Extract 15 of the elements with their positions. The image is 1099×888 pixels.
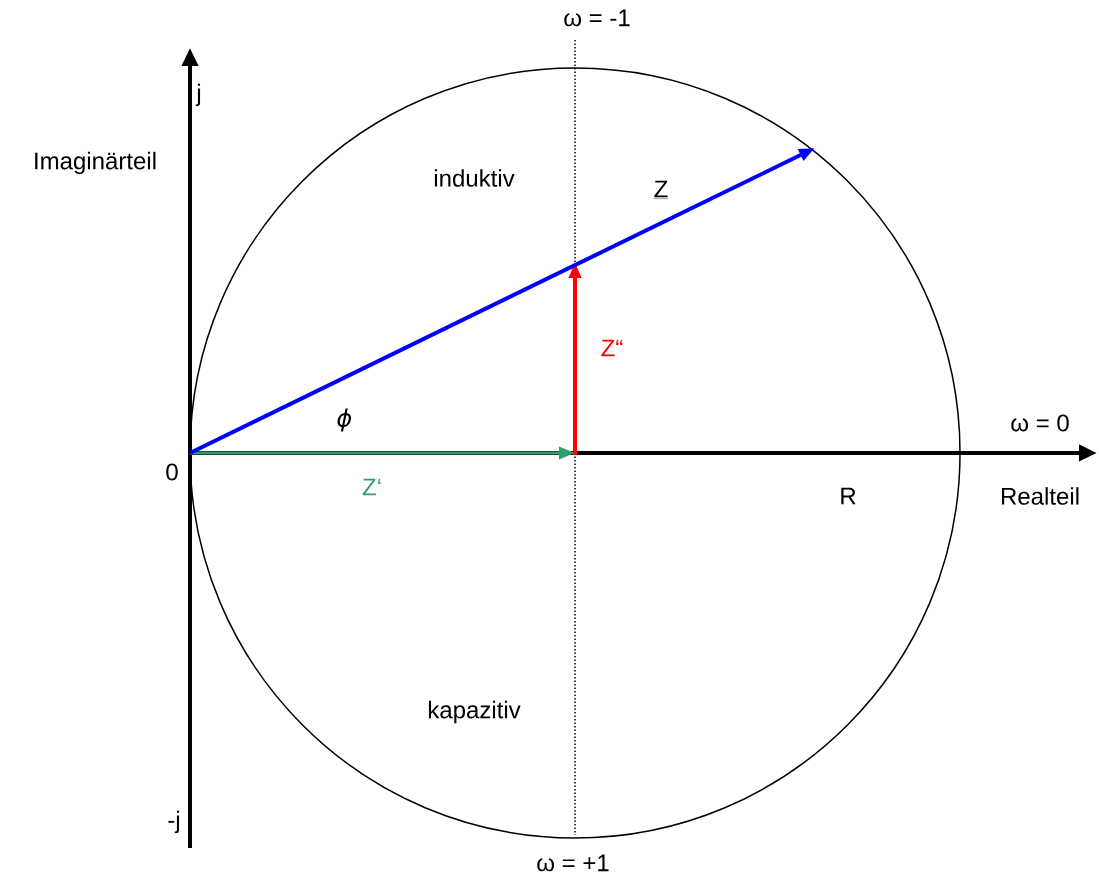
axis-label: Realteil	[1001, 487, 1079, 505]
angle-label: ϕ	[337, 408, 352, 432]
vector-label: Z‘	[362, 478, 381, 496]
axis-label: R	[841, 487, 856, 505]
axis-label: Imaginärteil	[35, 151, 156, 175]
axis-label: 0	[166, 463, 178, 481]
axis-label: j	[195, 83, 201, 107]
axis-label: -j	[168, 810, 180, 834]
region-label: induktiv	[434, 169, 515, 187]
frequency-label: ω = +1	[537, 854, 609, 872]
region-label: kapazitiv	[428, 700, 521, 724]
frequency-label: ω = -1	[564, 9, 630, 27]
frequency-label: ω = 0	[1011, 414, 1069, 432]
vector-label: Z	[653, 180, 669, 199]
vector-label: Z“	[601, 339, 623, 357]
